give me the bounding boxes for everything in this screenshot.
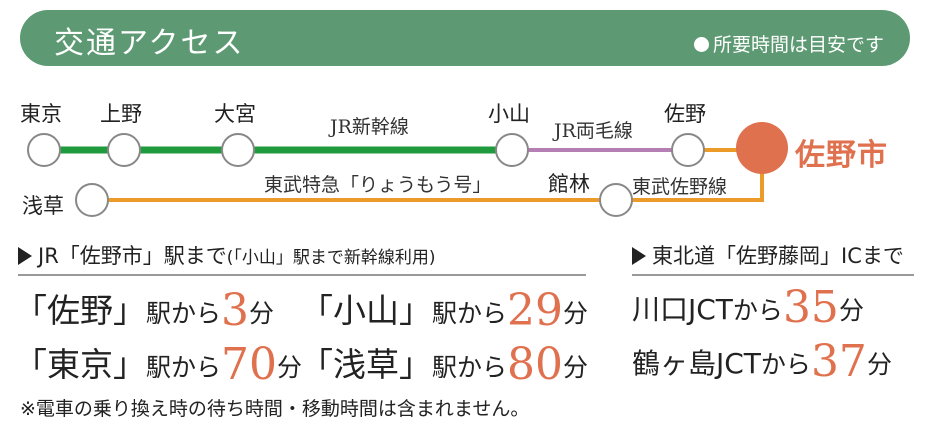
time-place: 「佐野」: [14, 291, 146, 330]
header-title: 交通アクセス: [54, 26, 245, 61]
train-section-heading: JR「佐野市」駅まで(「小山」駅まで新幹線利用): [18, 240, 436, 270]
time-row-oyama: 「小山」駅から29分: [300, 284, 588, 333]
station-dot-tokyo: [27, 133, 61, 167]
station-dot-tatebayashi: [599, 183, 633, 217]
station-tokyo: 東京: [20, 102, 62, 126]
train-heading-sub: (「小山」駅まで新幹線利用): [226, 248, 436, 268]
station-sanoshi: 佐野市: [795, 138, 888, 173]
station-dot-sanoshi: [736, 122, 788, 174]
bullet-icon: [693, 37, 709, 52]
time-minutes: 3: [221, 285, 250, 336]
train-section-divider: [18, 274, 586, 276]
time-row-sano: 「佐野」駅から3分: [14, 284, 274, 333]
time-unit: 分: [563, 299, 589, 328]
train-heading-text: JR「佐野市」駅まで: [38, 244, 227, 268]
time-minutes: 37: [810, 336, 867, 387]
tobu-line: [92, 168, 764, 202]
station-sano: 佐野: [664, 102, 706, 126]
time-from: から: [732, 296, 783, 325]
line-label-ryomo: JR両毛線: [554, 120, 633, 142]
time-from: 駅から: [432, 353, 508, 382]
header-note: 所要時間は目安です: [693, 30, 884, 57]
triangle-bullet-icon: [18, 247, 32, 265]
time-from: 駅から: [432, 299, 508, 328]
time-place: 「小山」: [300, 291, 432, 330]
car-section-divider: [632, 274, 914, 276]
time-place: 川口JCT: [632, 293, 733, 326]
header-bar: 交通アクセス 所要時間は目安です: [20, 10, 910, 66]
header-note-text: 所要時間は目安です: [712, 34, 884, 56]
time-row-asakusa: 「浅草」駅から80分: [300, 338, 588, 387]
car-section-heading: 東北道「佐野藤岡」ICまで: [632, 240, 904, 270]
station-ueno: 上野: [100, 102, 142, 126]
time-unit: 分: [866, 350, 892, 379]
car-heading-text: 東北道「佐野藤岡」ICまで: [652, 244, 904, 268]
station-omiya: 大宮: [214, 102, 256, 126]
time-minutes: 29: [507, 285, 564, 336]
route-map: [27, 122, 788, 217]
time-from: 駅から: [146, 353, 222, 382]
station-dot-sano: [671, 133, 705, 167]
time-unit: 分: [277, 353, 303, 382]
time-from: 駅から: [146, 299, 222, 328]
time-row-tokyo: 「東京」駅から70分: [14, 338, 302, 387]
time-minutes: 80: [507, 339, 564, 390]
station-dot-asakusa: [75, 183, 109, 217]
time-unit: 分: [563, 353, 589, 382]
time-place: 「浅草」: [300, 345, 432, 384]
line-label-tobu-sano: 東武佐野線: [632, 176, 728, 198]
time-row-tsurugashima: 鶴ヶ島JCTから37分: [632, 340, 892, 384]
time-minutes: 70: [221, 339, 278, 390]
time-row-kawaguchi: 川口JCTから35分: [632, 286, 864, 330]
footnote: ※電車の乗り換え時の待ち時間・移動時間は含まれません。: [20, 398, 530, 420]
line-label-shinkansen: JR新幹線: [330, 116, 409, 138]
time-place: 鶴ヶ島JCT: [632, 347, 761, 380]
line-label-tobu-express: 東武特急「りょうもう号」: [264, 174, 492, 196]
time-minutes: 35: [782, 282, 839, 333]
triangle-bullet-icon: [632, 247, 646, 265]
station-dot-oyama: [495, 133, 529, 167]
time-place: 「東京」: [14, 345, 146, 384]
station-tatebayashi: 館林: [548, 172, 590, 196]
time-unit: 分: [838, 296, 864, 325]
station-dot-ueno: [107, 133, 141, 167]
station-asakusa: 浅草: [22, 194, 64, 218]
station-oyama: 小山: [488, 102, 530, 126]
station-dot-omiya: [221, 133, 255, 167]
time-unit: 分: [249, 299, 275, 328]
time-from: から: [760, 350, 811, 379]
